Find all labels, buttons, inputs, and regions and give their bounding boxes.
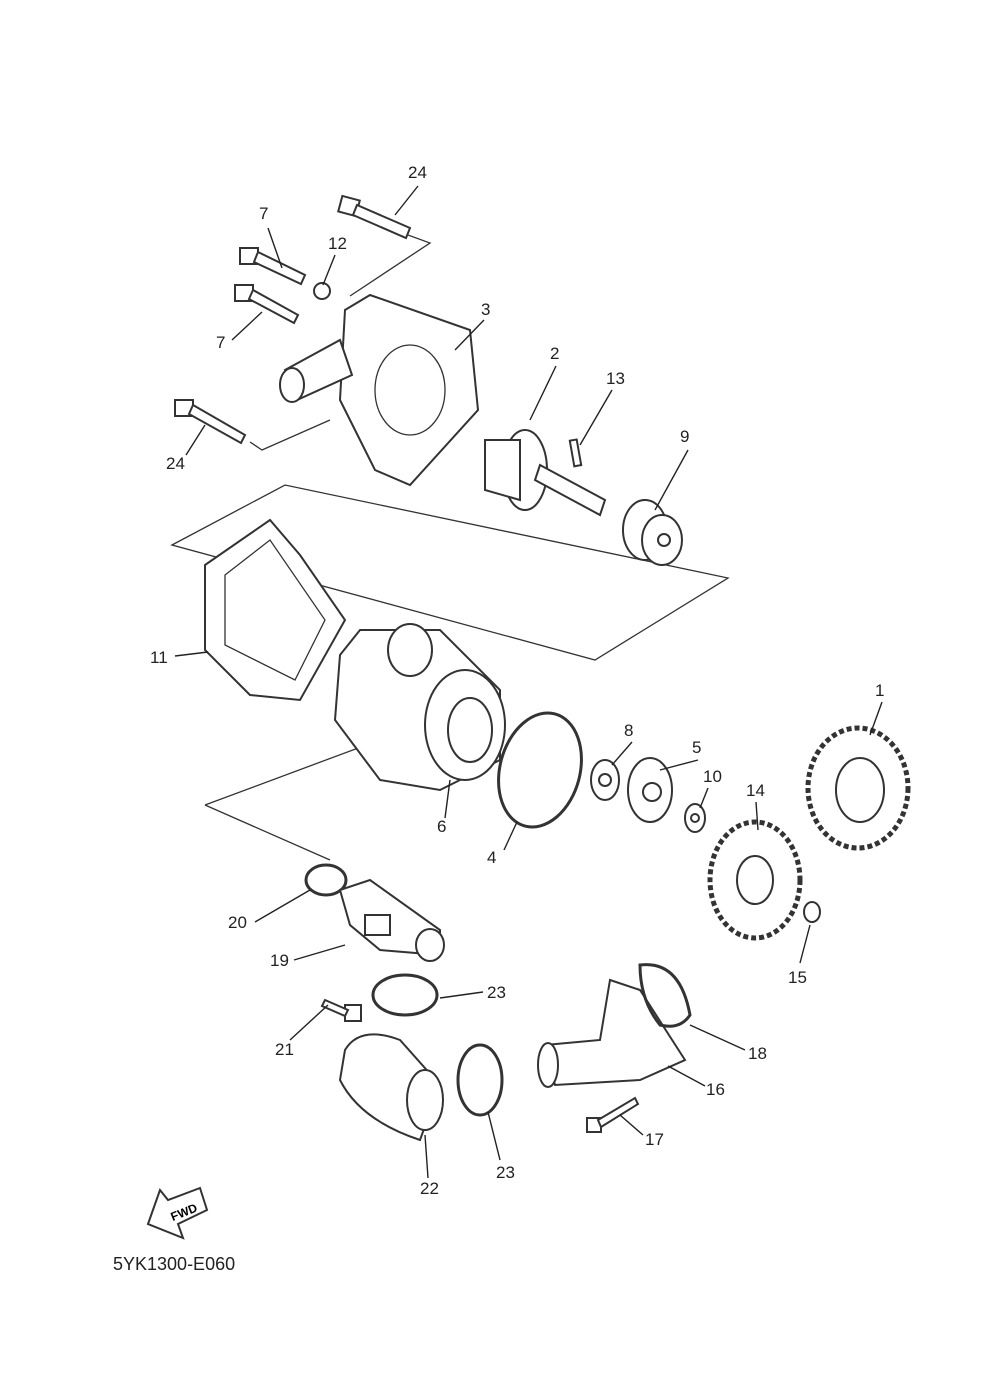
leader-line <box>231 311 263 341</box>
callout-24: 24 <box>166 454 185 473</box>
leader-line <box>869 701 883 736</box>
leader-line <box>579 389 613 446</box>
callout-5: 5 <box>692 738 701 757</box>
pipe-19 <box>338 878 445 962</box>
leader-line <box>487 1111 501 1161</box>
assembly-guide-line <box>170 484 730 661</box>
callout-4: 4 <box>487 848 496 867</box>
leader-line <box>322 254 336 286</box>
o-ring-18 <box>638 963 692 1028</box>
bolt-21 <box>320 998 362 1022</box>
leader-line <box>293 944 346 961</box>
bolt-7-upper <box>239 247 307 286</box>
leader-line <box>424 1134 429 1179</box>
callout-20: 20 <box>228 913 247 932</box>
leader-line <box>185 424 206 456</box>
o-ring-4 <box>497 711 583 829</box>
callout-17: 17 <box>645 1130 664 1149</box>
gear-1 <box>805 725 911 851</box>
callout-7: 7 <box>259 204 268 223</box>
leader-line <box>267 227 283 269</box>
callout-19: 19 <box>270 951 289 970</box>
callout-2: 2 <box>550 344 559 363</box>
callout-22: 22 <box>420 1179 439 1198</box>
leader-line <box>667 1065 706 1087</box>
leader-line <box>529 365 557 421</box>
washer-12 <box>313 282 331 300</box>
callout-21: 21 <box>275 1040 294 1059</box>
nut-15 <box>803 901 821 923</box>
callout-9: 9 <box>680 427 689 446</box>
callout-24: 24 <box>408 163 427 182</box>
pump-housing-6 <box>333 623 506 792</box>
leader-line <box>254 889 311 923</box>
pipe-16 <box>537 978 687 1088</box>
pump-cover-3 <box>279 293 480 487</box>
callout-23: 23 <box>487 983 506 1002</box>
gear-14 <box>707 819 803 941</box>
leader-line <box>699 787 709 809</box>
oil-seal-9 <box>622 499 683 566</box>
leader-line <box>689 1024 746 1051</box>
leader-line <box>444 779 451 819</box>
leader-line <box>503 821 518 851</box>
bolt-24-top <box>337 194 412 240</box>
forward-arrow-icon: FWD <box>146 1186 209 1240</box>
leader-line <box>289 1004 329 1041</box>
leader-line <box>439 991 484 999</box>
leader-line <box>394 185 419 216</box>
leader-line <box>654 449 689 511</box>
leader-line <box>755 801 759 831</box>
diagram-code: 5YK1300-E060 <box>113 1254 236 1274</box>
callout-10: 10 <box>703 767 722 786</box>
callout-13: 13 <box>606 369 625 388</box>
hose-22 <box>338 1033 444 1142</box>
callout-12: 12 <box>328 234 347 253</box>
callout-3: 3 <box>481 300 490 319</box>
o-ring-20 <box>304 863 348 897</box>
callout-11: 11 <box>150 648 168 667</box>
leader-line <box>611 741 633 766</box>
hose-clamp-23-upper <box>371 973 439 1017</box>
leader-line <box>659 759 699 771</box>
leader-line <box>174 651 209 657</box>
callout-18: 18 <box>748 1044 767 1063</box>
bolt-17 <box>586 1096 640 1133</box>
callout-1: 1 <box>875 681 884 700</box>
gasket-11 <box>204 518 347 702</box>
callout-6: 6 <box>437 817 446 836</box>
bolt-7-lower <box>234 284 300 325</box>
assembly-guide-line <box>249 419 331 451</box>
washer-10 <box>684 803 706 833</box>
hose-clamp-23-lower <box>456 1043 504 1117</box>
impeller-shaft-2 <box>484 429 607 517</box>
leader-line <box>799 924 811 964</box>
bearing-5 <box>627 757 673 823</box>
leader-line <box>619 1114 644 1136</box>
callout-23: 23 <box>496 1163 515 1182</box>
bolt-24-bottom <box>174 399 247 445</box>
leader-line <box>454 319 485 351</box>
bearing-8 <box>590 759 620 801</box>
callout-7: 7 <box>216 333 225 352</box>
callout-8: 8 <box>624 721 633 740</box>
callout-14: 14 <box>746 781 765 800</box>
callout-15: 15 <box>788 968 807 987</box>
pin-13 <box>568 438 583 468</box>
callout-16: 16 <box>706 1080 725 1099</box>
